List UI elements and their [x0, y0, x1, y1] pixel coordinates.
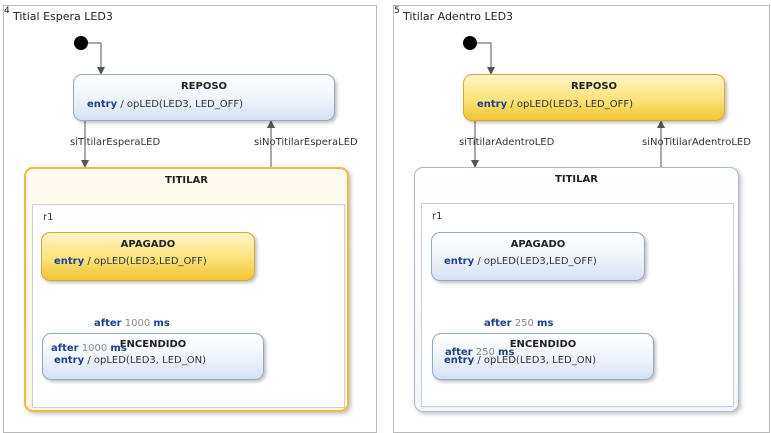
transition-label-in: siTitilarEsperaLED [70, 137, 161, 148]
state-apagado[interactable]: APAGADO entry / opLED(LED3,LED_OFF) [41, 232, 255, 281]
state-reposo[interactable]: REPOSO entry / opLED(LED3, LED_OFF) [463, 74, 725, 121]
subregion-label: r1 [432, 211, 443, 222]
after-label-down: after 250 ms [484, 318, 554, 329]
transition-label-out: siNoTitilarAdentroLED [642, 137, 751, 148]
state-entry-action: entry / opLED(LED3, LED_OFF) [87, 99, 243, 110]
subregion-label: r1 [43, 212, 54, 223]
region-title: Titilar Adentro LED3 [403, 10, 514, 23]
transition-label-in: siTitilarAdentroLED [459, 137, 555, 148]
state-entry-action: entry / opLED(LED3, LED_OFF) [477, 99, 633, 110]
region-number: 4 [4, 6, 10, 16]
state-name: ENCENDIDO [509, 339, 577, 350]
transition-label-out: siNoTitilarEsperaLED [254, 137, 358, 148]
state-name: ENCENDIDO [119, 339, 187, 350]
state-name: APAGADO [510, 239, 566, 250]
initial-pseudostate [463, 36, 477, 50]
state-apagado[interactable]: APAGADO entry / opLED(LED3,LED_OFF) [431, 232, 645, 281]
state-entry-action: entry / opLED(LED3, LED_ON) [444, 355, 596, 366]
initial-transition [477, 42, 495, 75]
state-encendido[interactable]: ENCENDIDO entry / opLED(LED3, LED_ON) [432, 333, 654, 380]
state-name: APAGADO [120, 239, 176, 250]
after-label-up: after 250 ms [445, 347, 515, 358]
state-name: TITILAR [165, 175, 208, 186]
after-label-up: after 1000 ms [51, 343, 127, 354]
state-encendido[interactable]: ENCENDIDO entry / opLED(LED3, LED_ON) [42, 333, 264, 380]
region-title: Titial Espera LED3 [13, 10, 113, 23]
state-name: REPOSO [570, 81, 618, 92]
region-number: 5 [394, 6, 400, 16]
state-entry-action: entry / opLED(LED3, LED_ON) [54, 355, 206, 366]
state-reposo[interactable]: REPOSO entry / opLED(LED3, LED_OFF) [73, 74, 335, 121]
state-entry-action: entry / opLED(LED3,LED_OFF) [54, 256, 207, 267]
after-label-down: after 1000 ms [94, 318, 170, 329]
state-entry-action: entry / opLED(LED3,LED_OFF) [444, 256, 597, 267]
state-name: TITILAR [555, 174, 598, 185]
state-name: REPOSO [180, 81, 228, 92]
